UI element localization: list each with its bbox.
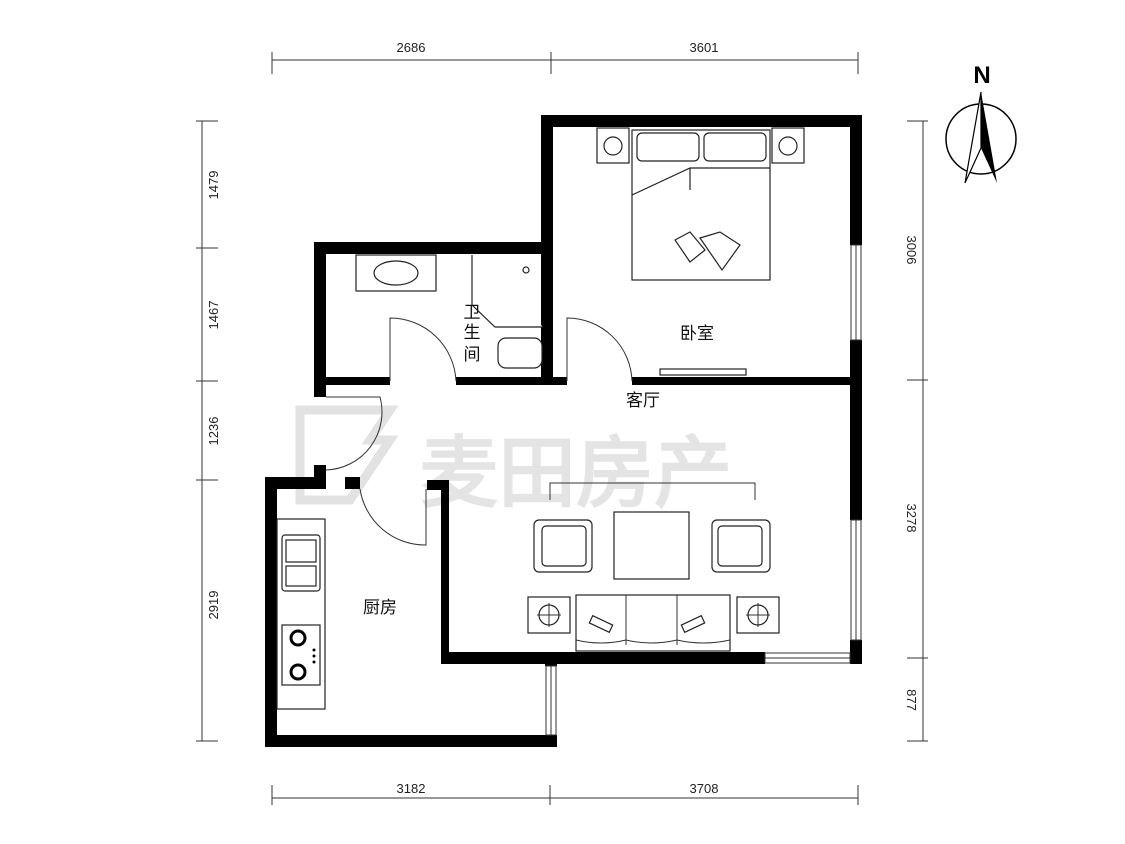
kitchen-fixtures (276, 518, 326, 710)
room-label-bedroom: 卧室 (680, 324, 714, 344)
dim-top-1: 2686 (397, 40, 426, 55)
compass-label: N (973, 62, 990, 89)
dimension-lines (196, 52, 928, 805)
room-label-living-room: 客厅 (626, 391, 660, 411)
dim-bottom-2: 3708 (690, 781, 719, 796)
dim-top-2: 3601 (690, 40, 719, 55)
room-label-bathroom-3: 间 (464, 345, 481, 365)
dim-right-3: 877 (904, 689, 919, 711)
windows (545, 244, 862, 736)
watermark-text: 麦田房产 (420, 429, 732, 519)
room-label-bathroom-2: 生 (464, 323, 481, 343)
dim-left-2: 1467 (206, 301, 221, 330)
dim-bottom-1: 3182 (397, 781, 426, 796)
dim-right-2: 3278 (904, 504, 919, 533)
dim-right-1: 3006 (904, 236, 919, 265)
room-label-bathroom-1: 卫 (464, 303, 481, 323)
doors (325, 317, 633, 546)
walls (265, 115, 862, 747)
room-label-kitchen: 厨房 (363, 598, 397, 618)
dim-left-4: 2919 (206, 591, 221, 620)
dim-left-1: 1479 (206, 171, 221, 200)
bed (596, 127, 805, 376)
bathroom-fixtures (355, 254, 543, 369)
living-furniture (527, 482, 780, 652)
watermark: 麦田房产 (295, 405, 732, 519)
north-compass-icon: N (945, 62, 1017, 184)
dim-left-3: 1236 (206, 417, 221, 446)
